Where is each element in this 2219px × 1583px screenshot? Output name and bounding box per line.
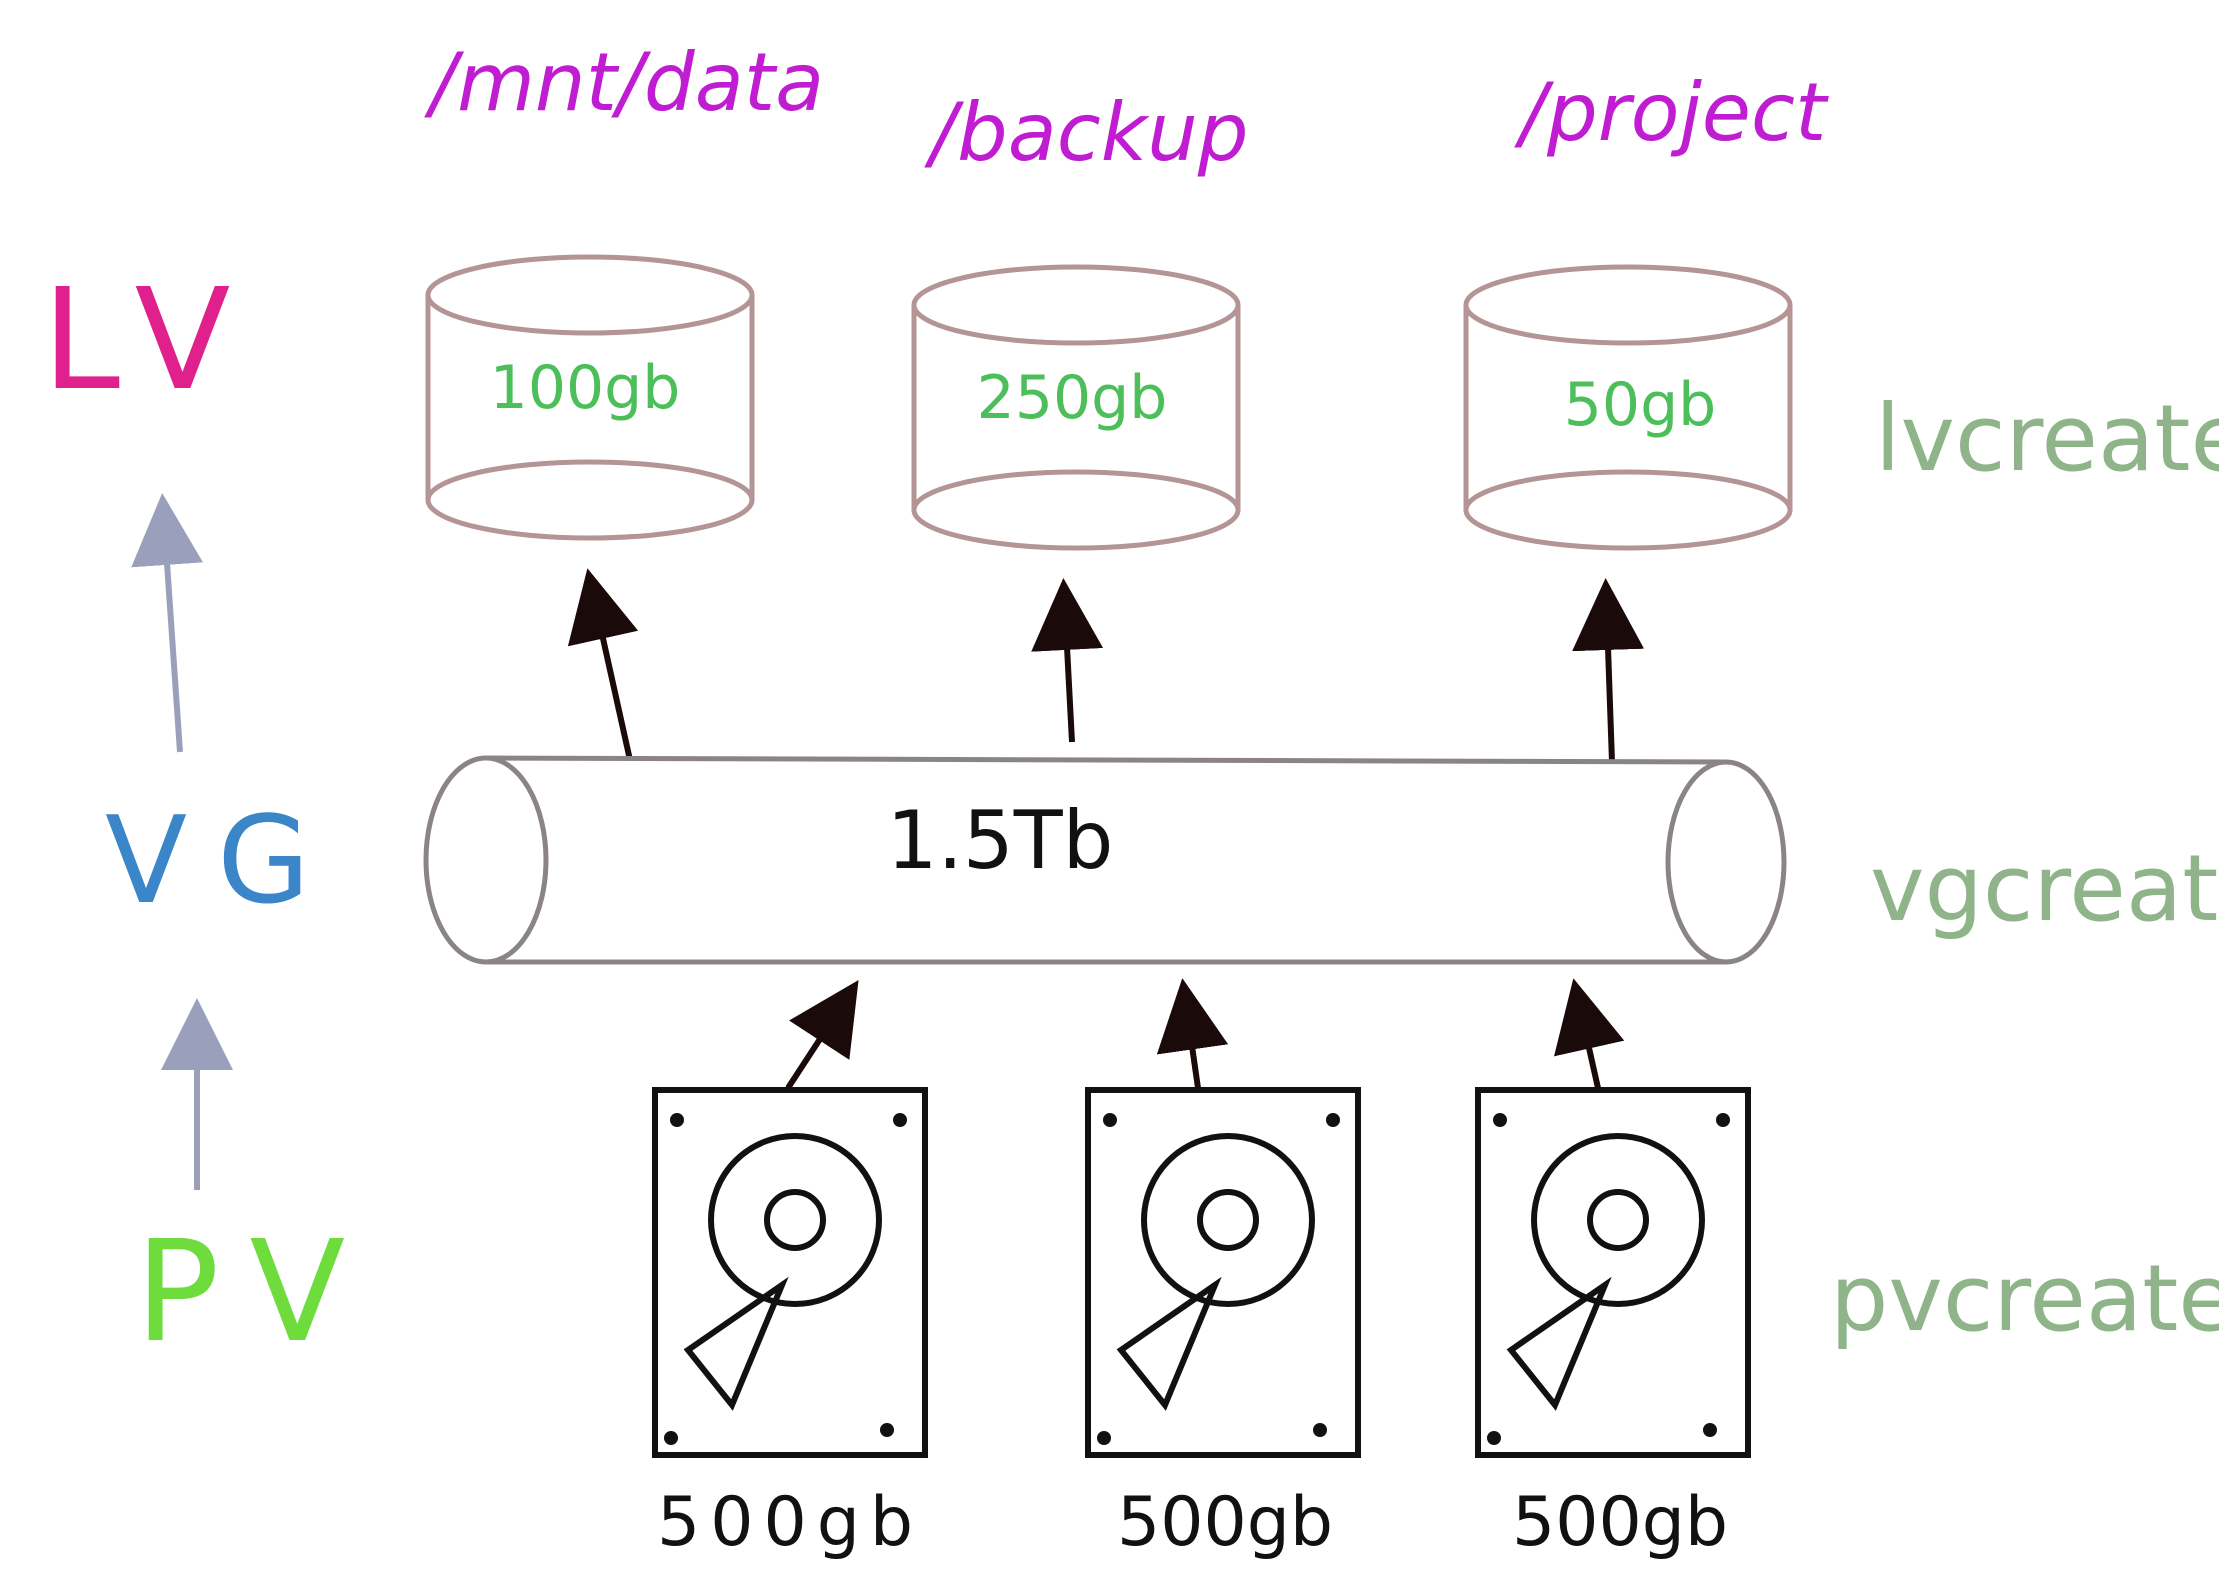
pv-size-1: 500gb	[657, 1483, 923, 1562]
mount-label-2: /backup	[924, 86, 1249, 179]
level-label-lv: LV	[42, 259, 260, 422]
command-vgcreate: vgcreate	[1870, 835, 2219, 942]
level-label-vg: VG	[105, 792, 340, 931]
volume-group-pipe	[423, 755, 1787, 965]
arrow-pv-to-vg-2	[1156, 978, 1229, 1089]
hard-drive-icon	[652, 1087, 928, 1458]
logical-volume-1	[425, 254, 755, 541]
hard-drive-icon	[1085, 1087, 1361, 1458]
logical-volume-3	[1463, 264, 1793, 551]
mount-label-1: /mnt/data	[424, 36, 824, 129]
lv-size-2: 250gb	[977, 363, 1168, 433]
vg-size: 1.5Tb	[887, 794, 1114, 887]
mount-label-3: /project	[1514, 66, 1829, 159]
logical-volume-2	[911, 264, 1241, 551]
level-label-pv: PV	[135, 1211, 375, 1374]
lv-size-3: 50gb	[1564, 370, 1717, 440]
arrow-pv-to-vg-3	[1554, 978, 1625, 1089]
pv-size-3: 500gb	[1512, 1483, 1728, 1562]
pv-size-2: 500gb	[1117, 1483, 1333, 1562]
arrow-vg-to-lv-1	[567, 568, 639, 761]
hard-drive-icon	[1475, 1087, 1751, 1458]
arrow-vg-to-lv-2	[1031, 578, 1104, 743]
command-lvcreate: lvcreate	[1875, 385, 2219, 492]
lv-size-1: 100gb	[490, 353, 681, 423]
arrow-vg-to-lv-3	[1572, 578, 1645, 763]
arrow-pv-to-vg-1	[785, 979, 859, 1090]
command-pvcreate: pvcreate	[1830, 1245, 2219, 1352]
level-arrow-vg-to-lv	[131, 493, 204, 753]
